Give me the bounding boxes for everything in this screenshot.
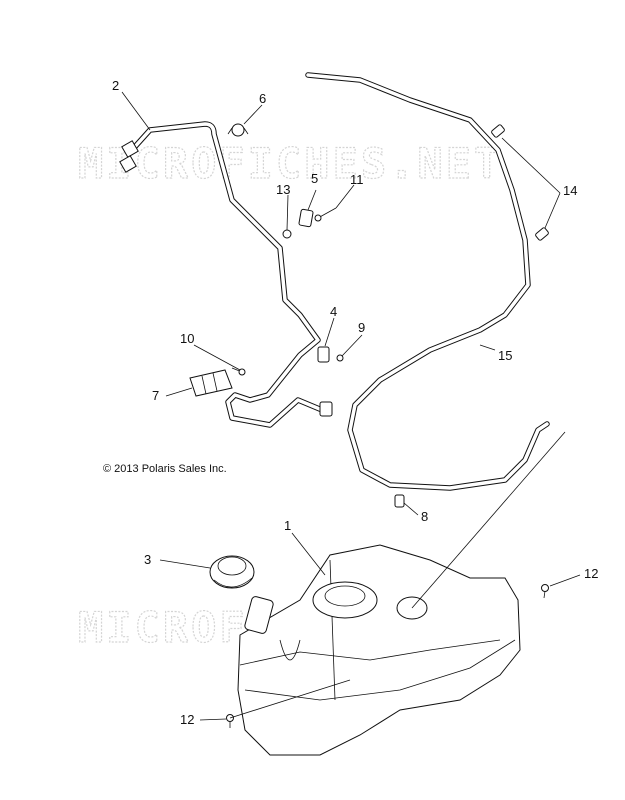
callout-3: 3 [144,552,151,567]
part-10-screw [231,367,246,376]
callout-1: 1 [284,518,291,533]
part-12-screw-left [226,714,234,728]
callout-2: 2 [112,78,119,93]
part-1-fuel-tank [237,544,521,756]
callout-12-left: 12 [180,712,194,727]
part-14-connectors [491,124,549,241]
callout-11: 11 [350,172,364,187]
callout-12-right: 12 [584,566,598,581]
part-15-vent-hose [305,72,550,491]
part-13-fastener [282,229,292,239]
callout-10: 10 [180,331,194,346]
watermark-top: MICROFICHES.NET [78,139,502,188]
part-7-bracket [189,369,233,397]
callout-15: 15 [498,348,512,363]
callout-4: 4 [330,304,337,319]
leader-lines [121,91,581,721]
copyright-text: © 2013 Polaris Sales Inc. [103,463,227,475]
callout-8: 8 [421,509,428,524]
part-4-clip [317,346,330,363]
callout-13: 13 [276,182,290,197]
part-11-screw [314,207,337,222]
part-6-clip [227,123,249,137]
part-3-fuel-cap [209,555,255,589]
callout-9: 9 [358,320,365,335]
part-2-vent-hose [119,121,333,428]
part-5-clamp [298,208,314,228]
callout-14: 14 [563,183,577,198]
callout-6: 6 [259,91,266,106]
part-12-screw-right [541,584,549,599]
part-9-fastener [336,354,344,362]
callout-7: 7 [152,388,159,403]
part-8-valve [394,494,405,508]
callout-5: 5 [311,171,318,186]
